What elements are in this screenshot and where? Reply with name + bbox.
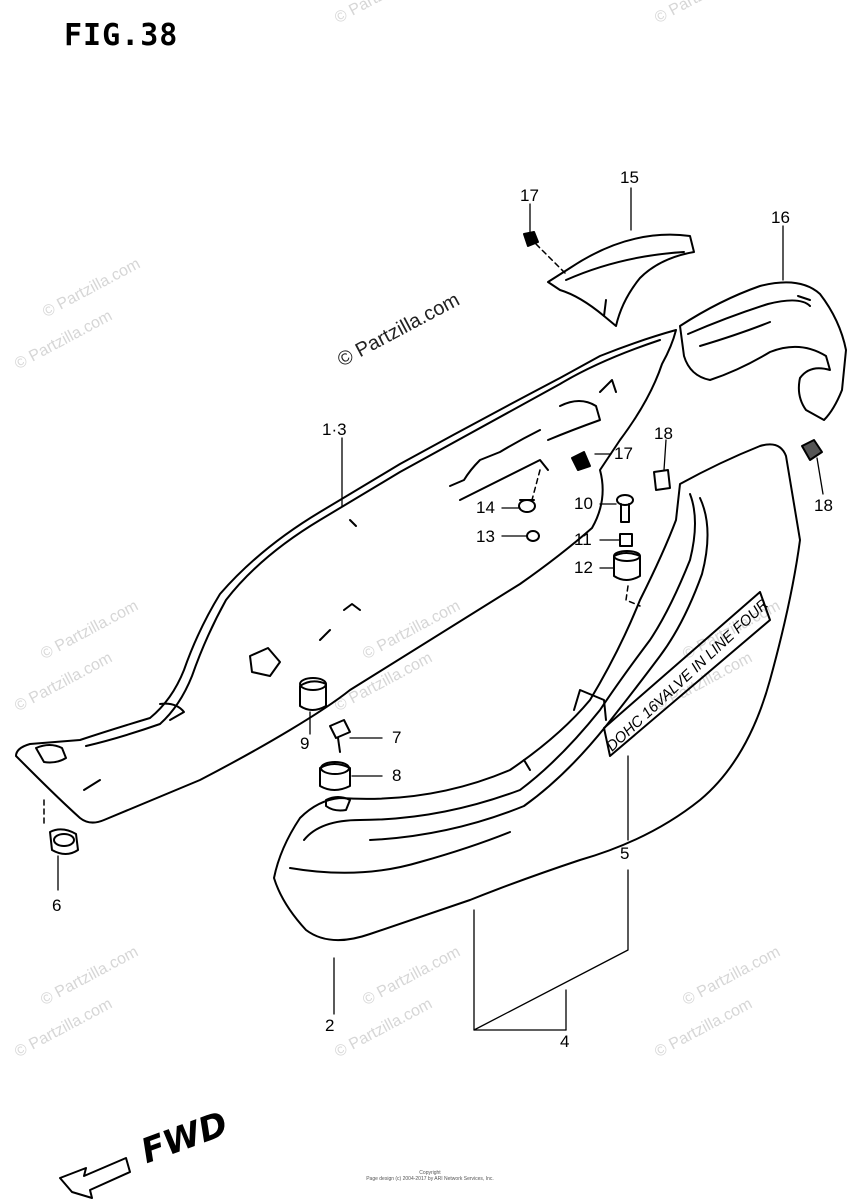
callout-16: 16 [771, 208, 790, 227]
part-11-spacer [619, 533, 633, 547]
callout-2: 2 [325, 1016, 335, 1035]
leader-lines [57, 187, 824, 1031]
callout-7: 7 [392, 728, 402, 747]
figure-title: FIG.38 [64, 18, 179, 53]
callout-18-left: 18 [654, 424, 673, 443]
callout-15: 15 [620, 168, 639, 187]
copyright: Copyright Page design (c) 2004-2017 by A… [300, 1170, 560, 1182]
callout-6: 6 [52, 896, 62, 915]
callout-9: 9 [300, 734, 310, 753]
fwd-arrow-icon [59, 1157, 131, 1199]
part-16-rear-piece [679, 281, 847, 421]
part-5-side-cover: DOHC 16VALVE IN LINE FOUR [273, 443, 801, 942]
part-6-grommet [49, 828, 79, 855]
decal-text: DOHC 16VALVE IN LINE FOUR [603, 596, 772, 755]
part-12-cushion [613, 550, 641, 581]
callout-5: 5 [620, 844, 630, 863]
part-18-nut-left [653, 469, 671, 491]
callout-13: 13 [476, 527, 495, 546]
callout-18-right: 18 [814, 496, 833, 515]
part-17-screw-top [523, 231, 567, 275]
callout-17-mid: 17 [614, 444, 633, 463]
callout-12: 12 [574, 558, 593, 577]
callout-14: 14 [476, 498, 495, 517]
part-13-collar [526, 530, 540, 542]
part-9-grommet [299, 677, 327, 711]
callout-8: 8 [392, 766, 402, 785]
part-7-bolt [329, 719, 351, 753]
part-18-nut-right [801, 439, 823, 461]
part-17-screw-mid [571, 451, 591, 471]
callout-10: 10 [574, 494, 593, 513]
callout-11: 11 [574, 530, 592, 549]
part-14-grommet [518, 499, 536, 513]
copyright-line-2: Page design (c) 2004-2017 by ARI Network… [366, 1176, 494, 1182]
part-8-cushion [319, 761, 351, 791]
copyright-line-1: Copyright [419, 1170, 441, 1176]
callout-4: 4 [560, 1032, 570, 1051]
callout-17-top: 17 [520, 186, 539, 205]
part-1-3-frame-cover [15, 329, 677, 824]
part-15-tail-cover [547, 233, 695, 327]
part-10-bolt [616, 494, 634, 523]
callout-1-3: 1·3 [322, 420, 347, 439]
